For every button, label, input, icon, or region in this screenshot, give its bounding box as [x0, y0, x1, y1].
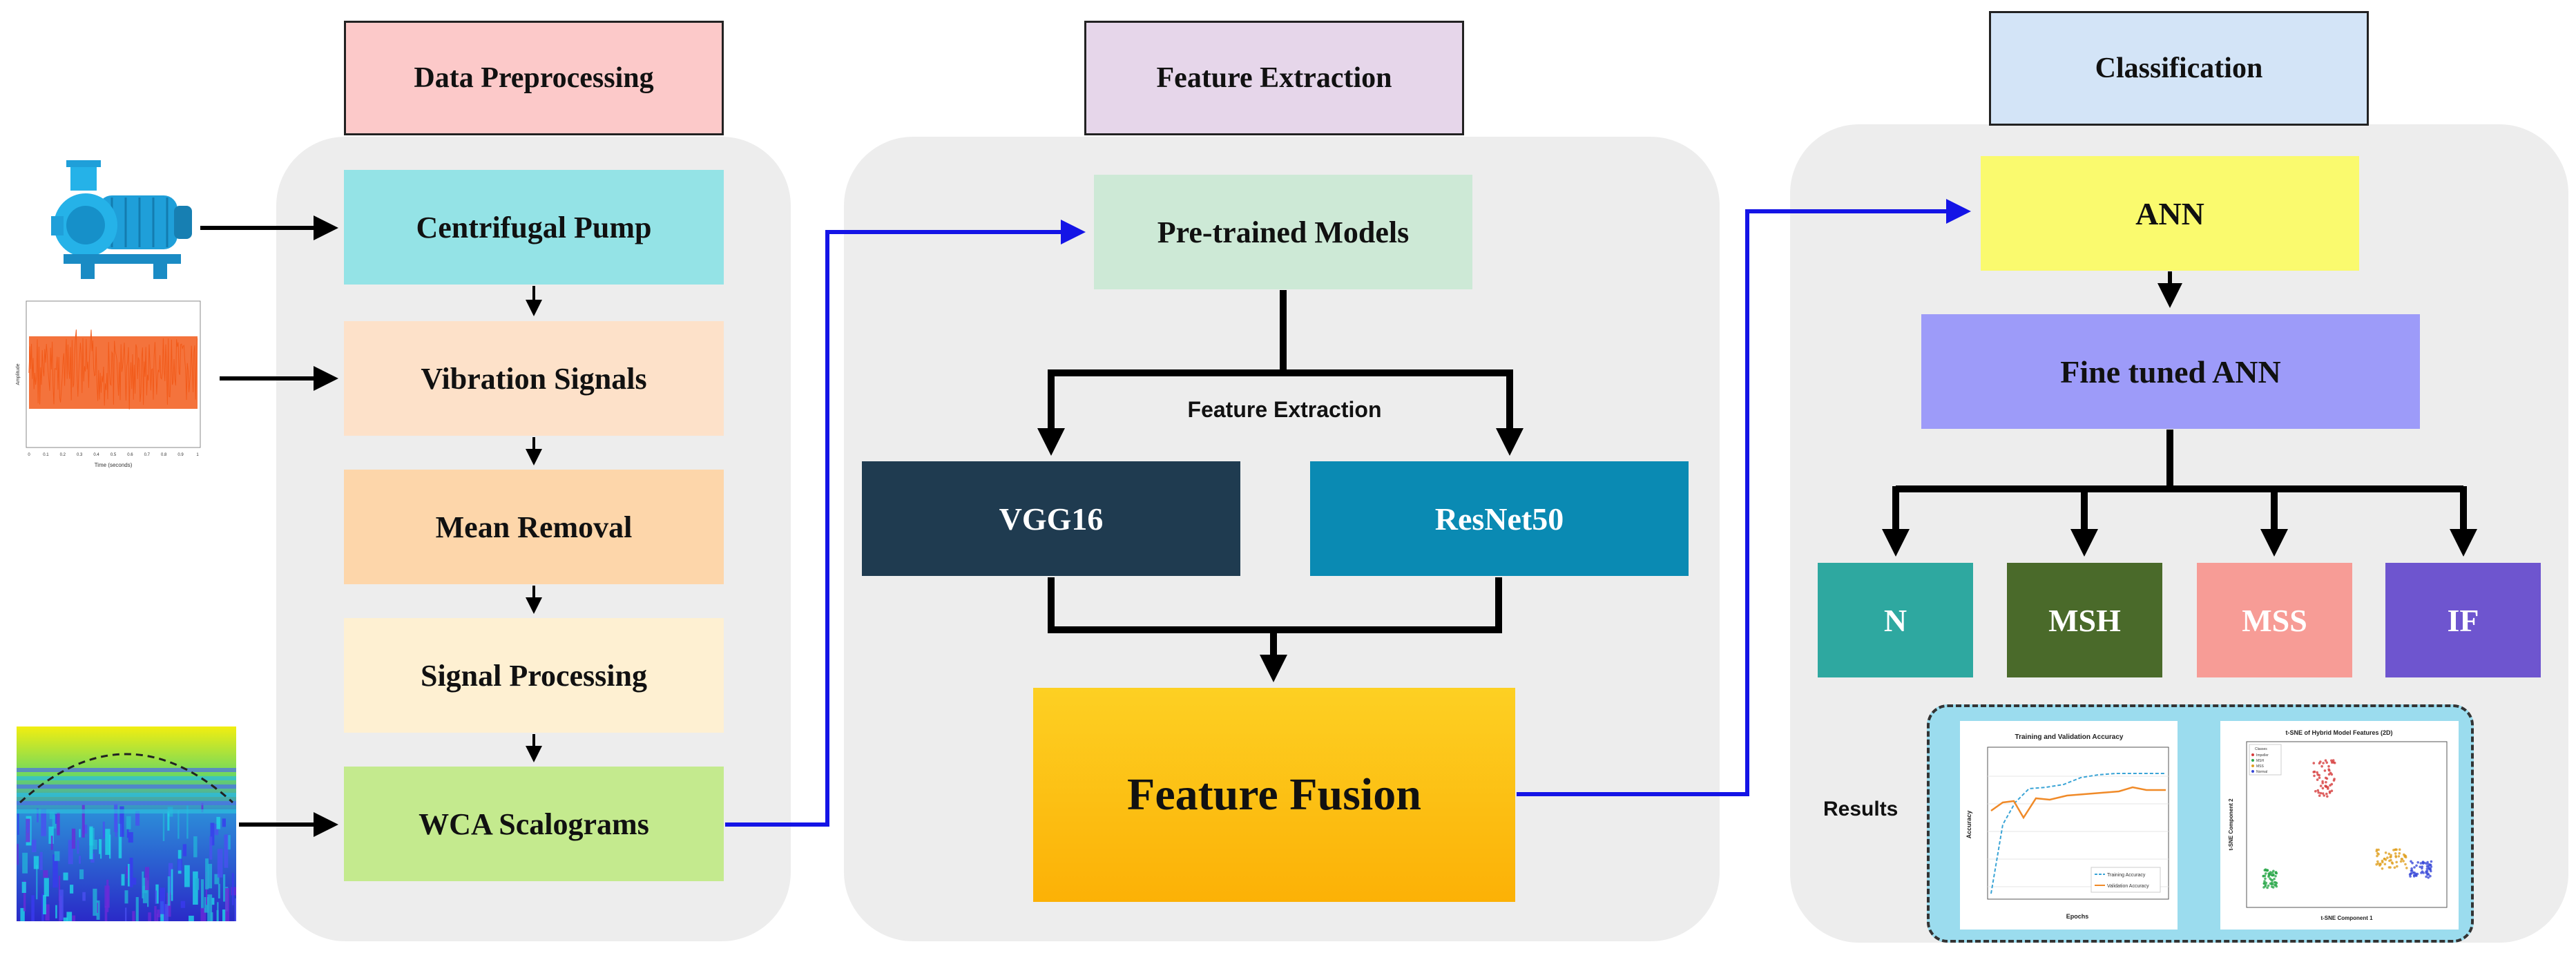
- svg-text:Training Accuracy: Training Accuracy: [2107, 873, 2146, 878]
- fine-tuned-ann-box: Fine tuned ANN: [1921, 314, 2420, 429]
- svg-text:Classes: Classes: [2255, 747, 2267, 751]
- signal-tick-label: 0.3: [77, 453, 83, 457]
- signal-tick-label: 0: [28, 453, 30, 457]
- signal-tick-label: 0.9: [177, 453, 184, 457]
- svg-text:Impeller: Impeller: [2256, 753, 2269, 758]
- validation-accuracy-line: [1990, 786, 2166, 820]
- signal-tick-label: 0.8: [161, 453, 167, 457]
- signal-tick-label: 0.5: [110, 453, 117, 457]
- signal-tick-label: 0.7: [144, 453, 151, 457]
- accuracy-plot-xlabel: Epochs: [2066, 913, 2089, 920]
- tsne-plot-ylabel: t-SNE Component 2: [2228, 798, 2234, 851]
- svg-text:Normal: Normal: [2256, 770, 2267, 774]
- class-msh-box: MSH: [2007, 563, 2162, 677]
- scalogram-image: [17, 726, 236, 921]
- signal-plot-xlabel: Time (seconds): [95, 462, 133, 468]
- step-centrifugal-pump: Centrifugal Pump: [344, 170, 724, 285]
- extraction-header: Feature Extraction: [1084, 21, 1464, 135]
- step-wca-scalograms: WCA Scalograms: [344, 767, 724, 881]
- class-mss-box: MSS: [2197, 563, 2352, 677]
- ann-box: ANN: [1981, 156, 2359, 271]
- accuracy-plot-title: Training and Validation Accuracy: [2015, 733, 2124, 741]
- step-signal-processing: Signal Processing: [344, 618, 724, 733]
- arrow-fusion-to-ann: [1517, 199, 1971, 796]
- feature-fusion-box: Feature Fusion: [1033, 688, 1515, 902]
- classification-header: Classification: [1989, 11, 2369, 126]
- tsne-plot-title: t-SNE of Hybrid Model Features (2D): [2285, 729, 2392, 736]
- signal-tick-label: 0.6: [127, 453, 133, 457]
- training-accuracy-line: [1990, 773, 2166, 894]
- branch-label: Feature Extraction: [1187, 397, 1382, 422]
- step-vibration-signals: Vibration Signals: [344, 321, 724, 436]
- accuracy-plot: Training and Validation Accuracy Trainin…: [1960, 721, 2178, 930]
- signal-tick-label: 0.1: [43, 453, 49, 457]
- vgg16-box: VGG16: [862, 461, 1240, 576]
- step-mean-removal: Mean Removal: [344, 470, 724, 584]
- signal-plot-ylabel: Amplitude: [16, 363, 21, 385]
- pump-image: [50, 157, 198, 286]
- tsne-plot-xlabel: t-SNE Component 1: [2320, 915, 2373, 921]
- svg-text:MSH: MSH: [2256, 759, 2265, 763]
- class-n-box: N: [1818, 563, 1973, 677]
- preprocessing-header: Data Preprocessing: [344, 21, 724, 135]
- results-label: Results: [1823, 798, 1899, 820]
- resnet50-box: ResNet50: [1310, 461, 1689, 576]
- svg-text:MSS: MSS: [2256, 764, 2265, 769]
- svg-text:Validation Accuracy: Validation Accuracy: [2107, 884, 2149, 889]
- signal-tick-label: 1: [196, 453, 199, 457]
- tsne-plot: t-SNE of Hybrid Model Features (2D) Clas…: [2220, 721, 2459, 930]
- pretrained-models-box: Pre-trained Models: [1094, 175, 1472, 289]
- signal-tick-label: 0.4: [93, 453, 99, 457]
- signal-tick-label: 0.2: [60, 453, 66, 457]
- accuracy-plot-ylabel: Accuracy: [1965, 811, 1972, 839]
- arrow-wca-to-pretrained: [725, 220, 1086, 827]
- class-if-box: IF: [2385, 563, 2541, 677]
